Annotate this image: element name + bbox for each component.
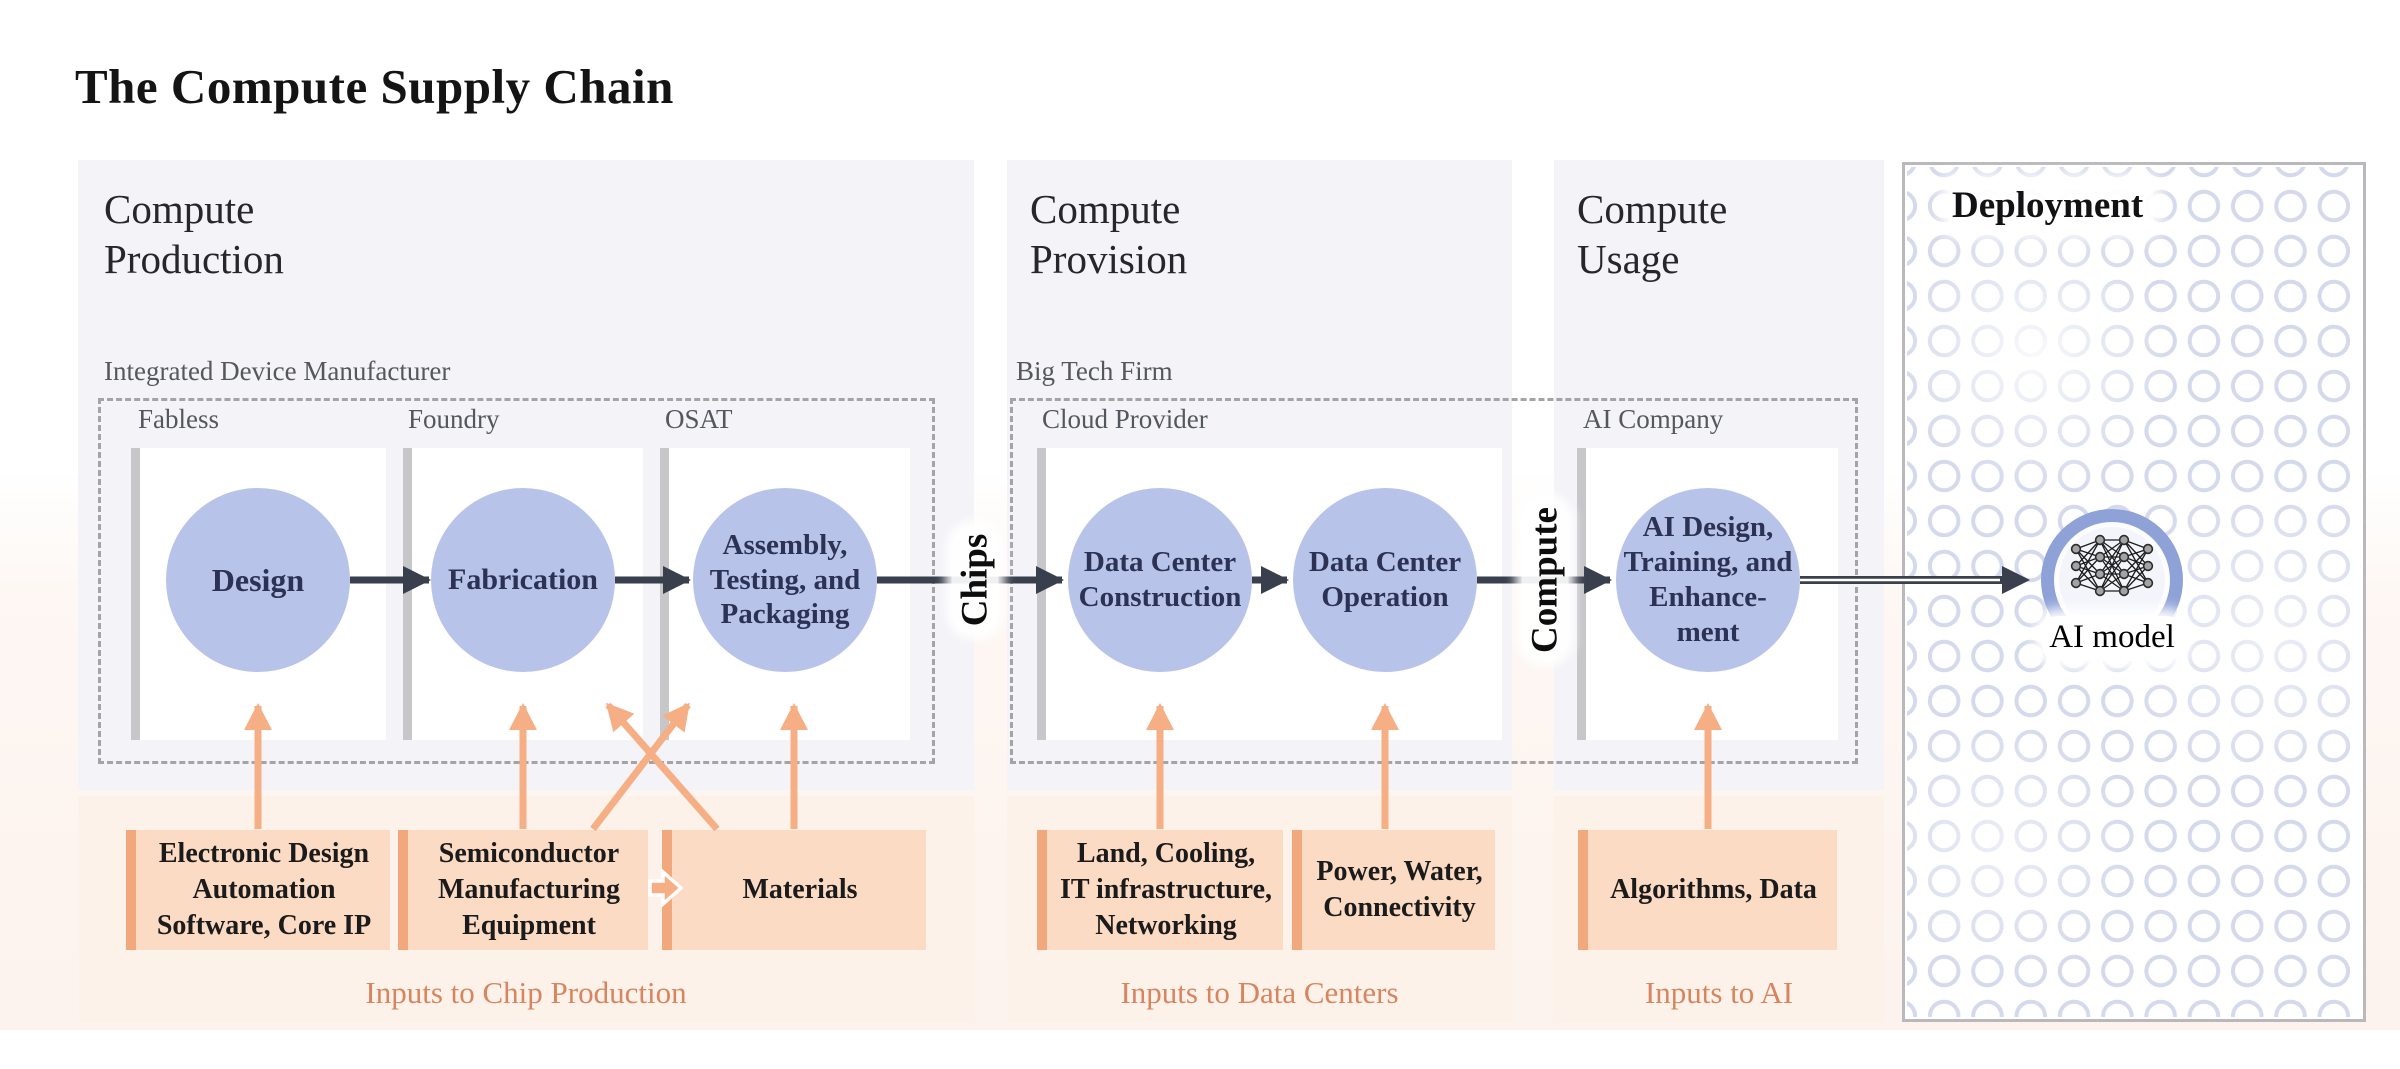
input-box-semiconductor-manufacturing-equipment: Semiconductor Manufacturing Equipment [398, 830, 648, 950]
header-deployment: Deployment [1948, 182, 2154, 231]
header-compute-production: Compute Production [104, 186, 284, 283]
flow-label-compute: Compute [1521, 499, 1569, 661]
input-box-power-water-connectivity: Power, Water, Connectivity [1292, 830, 1495, 950]
node-ai-design-training-enhancement: AI Design, Training, and Enhance- ment [1616, 488, 1800, 672]
header-compute-provision: Compute Provision [1030, 186, 1188, 283]
input-box-materials: Materials [662, 830, 926, 950]
label-ai-company: AI Company [1583, 404, 1724, 434]
header-compute-usage: Compute Usage [1577, 186, 1728, 283]
flow-label-chips: Chips [951, 525, 999, 635]
input-box-land-cooling-it-networking: Land, Cooling, IT infrastructure, Networ… [1037, 830, 1283, 950]
caption-inputs-to-ai: Inputs to AI [1644, 975, 1794, 1010]
neural-network-icon [2070, 534, 2154, 597]
label-integrated-device-manufacturer: Integrated Device Manufacturer [104, 356, 451, 386]
node-data-center-operation: Data Center Operation [1293, 488, 1477, 672]
node-data-center-construction: Data Center Construction [1068, 488, 1252, 672]
node-fabrication: Fabrication [431, 488, 615, 672]
label-big-tech-firm: Big Tech Firm [1016, 356, 1173, 386]
label-ai-model: AI model [2042, 616, 2182, 661]
label-foundry: Foundry [408, 404, 500, 434]
caption-inputs-to-chip-production: Inputs to Chip Production [365, 975, 687, 1010]
node-design: Design [166, 488, 350, 672]
label-fabless: Fabless [138, 404, 219, 434]
label-cloud-provider: Cloud Provider [1042, 404, 1208, 434]
input-box-eda-software-core-ip: Electronic Design Automation Software, C… [126, 830, 390, 950]
page-title: The Compute Supply Chain [75, 59, 674, 114]
label-osat: OSAT [665, 404, 733, 434]
caption-inputs-to-data-centers: Inputs to Data Centers [1120, 975, 1399, 1010]
input-box-algorithms-data: Algorithms, Data [1578, 830, 1837, 950]
node-assembly-testing-packaging: Assembly, Testing, and Packaging [693, 488, 877, 672]
